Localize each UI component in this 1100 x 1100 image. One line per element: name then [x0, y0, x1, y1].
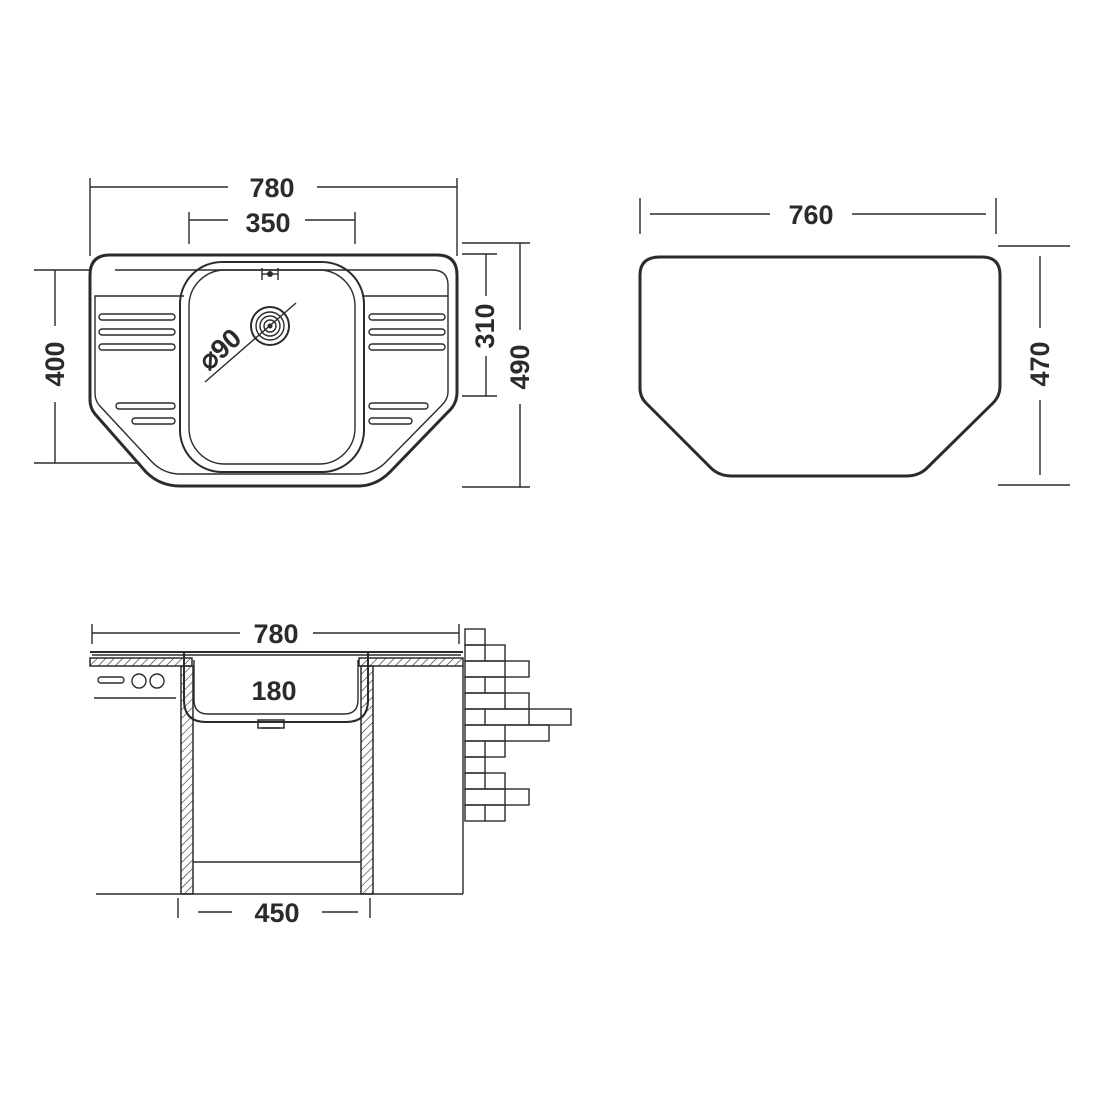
dim-310: 310 [462, 253, 500, 397]
brick-wall [464, 628, 572, 822]
cutout-view: 760 470 [638, 198, 1070, 486]
countertop-left [89, 657, 193, 667]
countertop-right [358, 657, 464, 667]
bowl-outer [179, 261, 365, 473]
label-bowl-depth-180: 180 [251, 676, 296, 706]
dim-350: 350 [188, 208, 356, 244]
dim-400: 400 [34, 269, 140, 464]
label-bowl-width-350: 350 [245, 208, 290, 238]
label-total-depth-490: 490 [505, 344, 535, 389]
cutout-outline [638, 255, 1002, 478]
drain-icon: ⌀90 [193, 302, 297, 383]
label-cabinet-450: 450 [254, 898, 299, 928]
section-view: 780 180 [89, 619, 572, 928]
overflow-icon [261, 268, 279, 280]
dim-760: 760 [639, 198, 997, 234]
dim-470: 470 [998, 245, 1070, 486]
label-bowl-depth-310: 310 [470, 303, 500, 348]
drainer-grooves-right [368, 313, 446, 425]
bowl-inner [188, 269, 356, 465]
sink-inner-rim [94, 269, 449, 475]
label-cutout-depth-470: 470 [1025, 341, 1055, 386]
label-section-width-780: 780 [253, 619, 298, 649]
drainer-grooves-left [98, 313, 176, 425]
appliance-controls [97, 673, 165, 689]
label-cutout-width-760: 760 [788, 200, 833, 230]
label-depth-400: 400 [40, 341, 70, 386]
dim-780-top: 780 [89, 173, 458, 256]
dim-450: 450 [177, 898, 371, 928]
dim-490: 490 [462, 242, 535, 488]
sink-outline [88, 253, 459, 488]
top-view: 780 350 400 310 [34, 173, 535, 488]
label-drain-90: ⌀90 [193, 323, 247, 376]
label-width-780: 780 [249, 173, 294, 203]
cabinet-wall-left [180, 665, 194, 895]
dim-780-section: 780 [91, 619, 460, 649]
cabinet-wall-right [360, 665, 374, 895]
